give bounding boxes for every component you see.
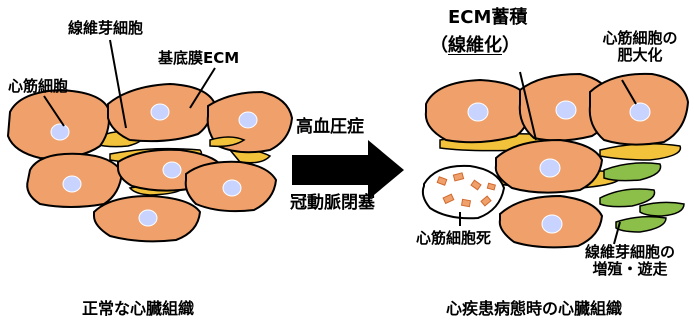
nucleus [541, 214, 563, 234]
ecm-strand [599, 143, 682, 161]
label-fib-prolif-line2: 増殖・遊走 [592, 260, 668, 279]
nucleus [138, 209, 158, 227]
fibrosis-close-paren: ） [502, 35, 520, 56]
diseased-tissue-group [421, 72, 690, 249]
normal-tissue-group [6, 82, 294, 243]
label-fibrosis-row: （線維化） [430, 35, 520, 57]
nucleus [150, 103, 170, 121]
label-ecm-accumulation: ECM蓄積 [448, 7, 528, 28]
pointer-line-hypertrophy [621, 79, 637, 105]
label-fibroblast: 線維芽細胞 [68, 19, 144, 37]
dead-cardiomyocyte-cell [421, 164, 506, 220]
label-hypertrophy: 心筋細胞の 肥大化 [588, 29, 692, 65]
proliferating-fibroblast [603, 162, 662, 182]
nucleus [539, 158, 561, 178]
label-fibroblast-proliferation: 線維芽細胞の 増殖・遊走 [570, 243, 690, 279]
nucleus [629, 102, 651, 122]
pointer-line-fibroblast-proliferation [613, 221, 621, 245]
nucleus [162, 161, 182, 179]
label-basement-membrane: 基底膜ECM [158, 49, 240, 67]
label-fib-prolif-line1: 線維芽細胞の [584, 243, 675, 261]
nucleus [467, 102, 489, 122]
pointer-line-cardiomyocyte [43, 95, 65, 127]
label-hypertension: 高血圧症 [296, 117, 364, 137]
nucleus [222, 179, 242, 197]
pointer-line-fibrosis [519, 71, 537, 141]
label-cell-death: 心筋細胞死 [416, 229, 492, 247]
proliferating-fibroblast [599, 188, 656, 208]
label-cardiomyocyte: 心筋細胞 [8, 77, 69, 95]
nucleus [555, 100, 577, 120]
cell-fragments [436, 172, 496, 208]
nucleus [238, 111, 258, 129]
label-hypertrophy-line2: 肥大化 [617, 46, 663, 65]
pointer-line-fibroblast [109, 39, 127, 129]
label-hypertrophy-line1: 心筋細胞の [602, 29, 678, 47]
label-coronary-occlusion: 冠動脈閉塞 [290, 193, 375, 213]
caption-diseased-tissue: 心疾患病態時の心臓組織 [446, 299, 623, 318]
proliferating-fibroblast [639, 201, 685, 217]
caption-normal-tissue: 正常な心臓組織 [82, 299, 195, 318]
nucleus [62, 175, 82, 193]
disease-progression-arrow [292, 140, 404, 200]
proliferating-fibroblast [615, 215, 667, 233]
label-fibrosis: 線維化 [448, 35, 502, 56]
nucleus [50, 123, 70, 141]
fibroblast-cell [209, 136, 246, 148]
fibrosis-open-paren: （ [430, 35, 448, 56]
pointer-line-basement-membrane [189, 67, 216, 109]
